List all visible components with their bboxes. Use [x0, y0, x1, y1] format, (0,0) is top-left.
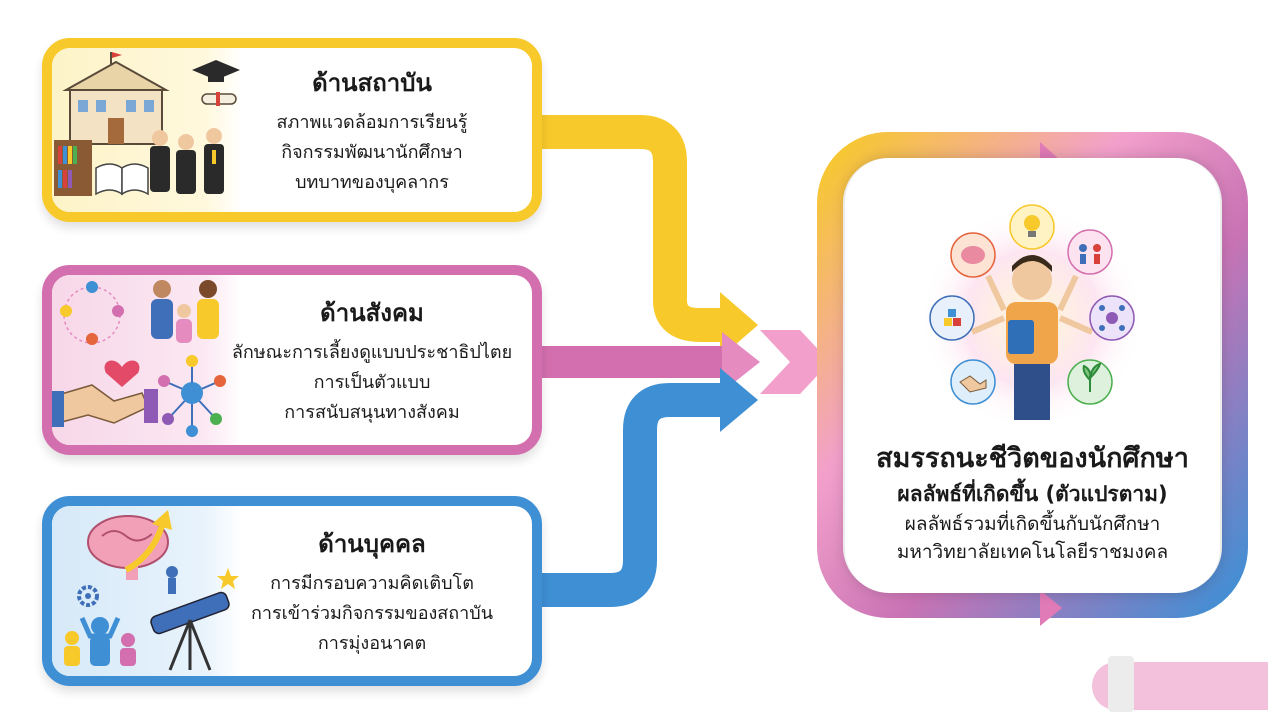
result-line: มหาวิทยาลัยเทคโนโลยีราชมงคล [896, 541, 1169, 563]
result-text: สมรรถนะชีวิตของนักศึกษา ผลลัพธ์ที่เกิดขึ… [845, 440, 1220, 566]
merge-chevron [760, 330, 830, 394]
family-icon [151, 280, 219, 343]
institution-text: ด้านสถาบัน สภาพแวดล้อมการเรียนรู้ กิจกรร… [222, 48, 522, 212]
network-icon [158, 355, 226, 437]
social-flow-arrow [540, 346, 725, 378]
student-multitasking-icon [970, 255, 1094, 420]
institution-line: กิจกรรมพัฒนานักศึกษา [281, 141, 463, 163]
graduation-cap-icon [192, 60, 240, 82]
institution-title: ด้านสถาบัน [312, 68, 432, 97]
individual-line: การเข้าร่วมกิจกรรมของสถาบัน [250, 602, 494, 624]
social-illustration [52, 275, 242, 445]
individual-flow-arrow [540, 383, 722, 607]
social-line: การสนับสนุนทางสังคม [284, 401, 460, 423]
result-line: ผลลัพธ์รวมที่เกิดขึ้นกับนักศึกษา [904, 513, 1161, 535]
result-title: สมรรถนะชีวิตของนักศึกษา [876, 443, 1189, 474]
institution-line: บทบาทของบุคลากร [295, 171, 449, 193]
telescope-icon [150, 591, 230, 671]
social-line: การเป็นตัวแบบ [313, 371, 431, 393]
individual-line: การมีกรอบความคิดเติบโต [270, 572, 474, 594]
result-subtitle: ผลลัพธ์ที่เกิดขึ้น (ตัวแปรตาม) [897, 482, 1168, 506]
handshake-icon [950, 359, 996, 405]
graduates-icon [150, 128, 224, 194]
star-icon [217, 568, 239, 589]
social-line: ลักษณะการเลี้ยงดูแบบประชาธิปไตย [231, 341, 513, 363]
heart-icon [104, 360, 140, 387]
individual-text: ด้านบุคคล การมีกรอบความคิดเติบโต การเข้า… [222, 506, 522, 676]
social-title: ด้านสังคม [320, 298, 424, 327]
brain-icon [950, 232, 996, 278]
social-text: ด้านสังคม ลักษณะการเลี้ยงดูแบบประชาธิปไต… [222, 275, 522, 445]
handshake-icon [52, 384, 158, 427]
institution-line: สภาพแวดล้อมการเรียนรู้ [276, 111, 468, 133]
result-ring [817, 132, 1248, 618]
individual-title: ด้านบุคคล [318, 529, 426, 558]
individual-card: ด้านบุคคล การมีกรอบความคิดเติบโต การเข้า… [42, 496, 542, 686]
individual-line: การมุ่งอนาคต [317, 632, 427, 654]
people-circle-icon [60, 281, 124, 345]
handshake-network-icon [1089, 295, 1135, 341]
institution-card: ด้านสถาบัน สภาพแวดล้อมการเรียนรู้ กิจกรร… [42, 38, 542, 222]
university-building-icon [62, 52, 170, 145]
institution-illustration [52, 48, 242, 212]
bookshelf-icon [54, 140, 92, 196]
diploma-icon [201, 92, 237, 106]
lightbulb-icon [1009, 204, 1055, 250]
corner-tab-edge [1108, 656, 1134, 712]
ring-arrowhead-bottom [1040, 590, 1062, 626]
individual-arrowhead [720, 368, 758, 432]
social-arrowhead [722, 332, 760, 392]
plant-growth-icon [1067, 359, 1113, 405]
individual-illustration [52, 506, 242, 676]
blocks-icon [929, 295, 975, 341]
group-icon [64, 616, 136, 666]
institution-flow-arrow [540, 115, 722, 342]
teamwork-icon [1067, 229, 1113, 275]
up-arrow-icon [124, 510, 172, 573]
gear-icon [77, 585, 99, 607]
open-book-icon [95, 163, 149, 196]
social-card: ด้านสังคม ลักษณะการเลี้ยงดูแบบประชาธิปไต… [42, 265, 542, 455]
climber-icon [166, 566, 178, 594]
